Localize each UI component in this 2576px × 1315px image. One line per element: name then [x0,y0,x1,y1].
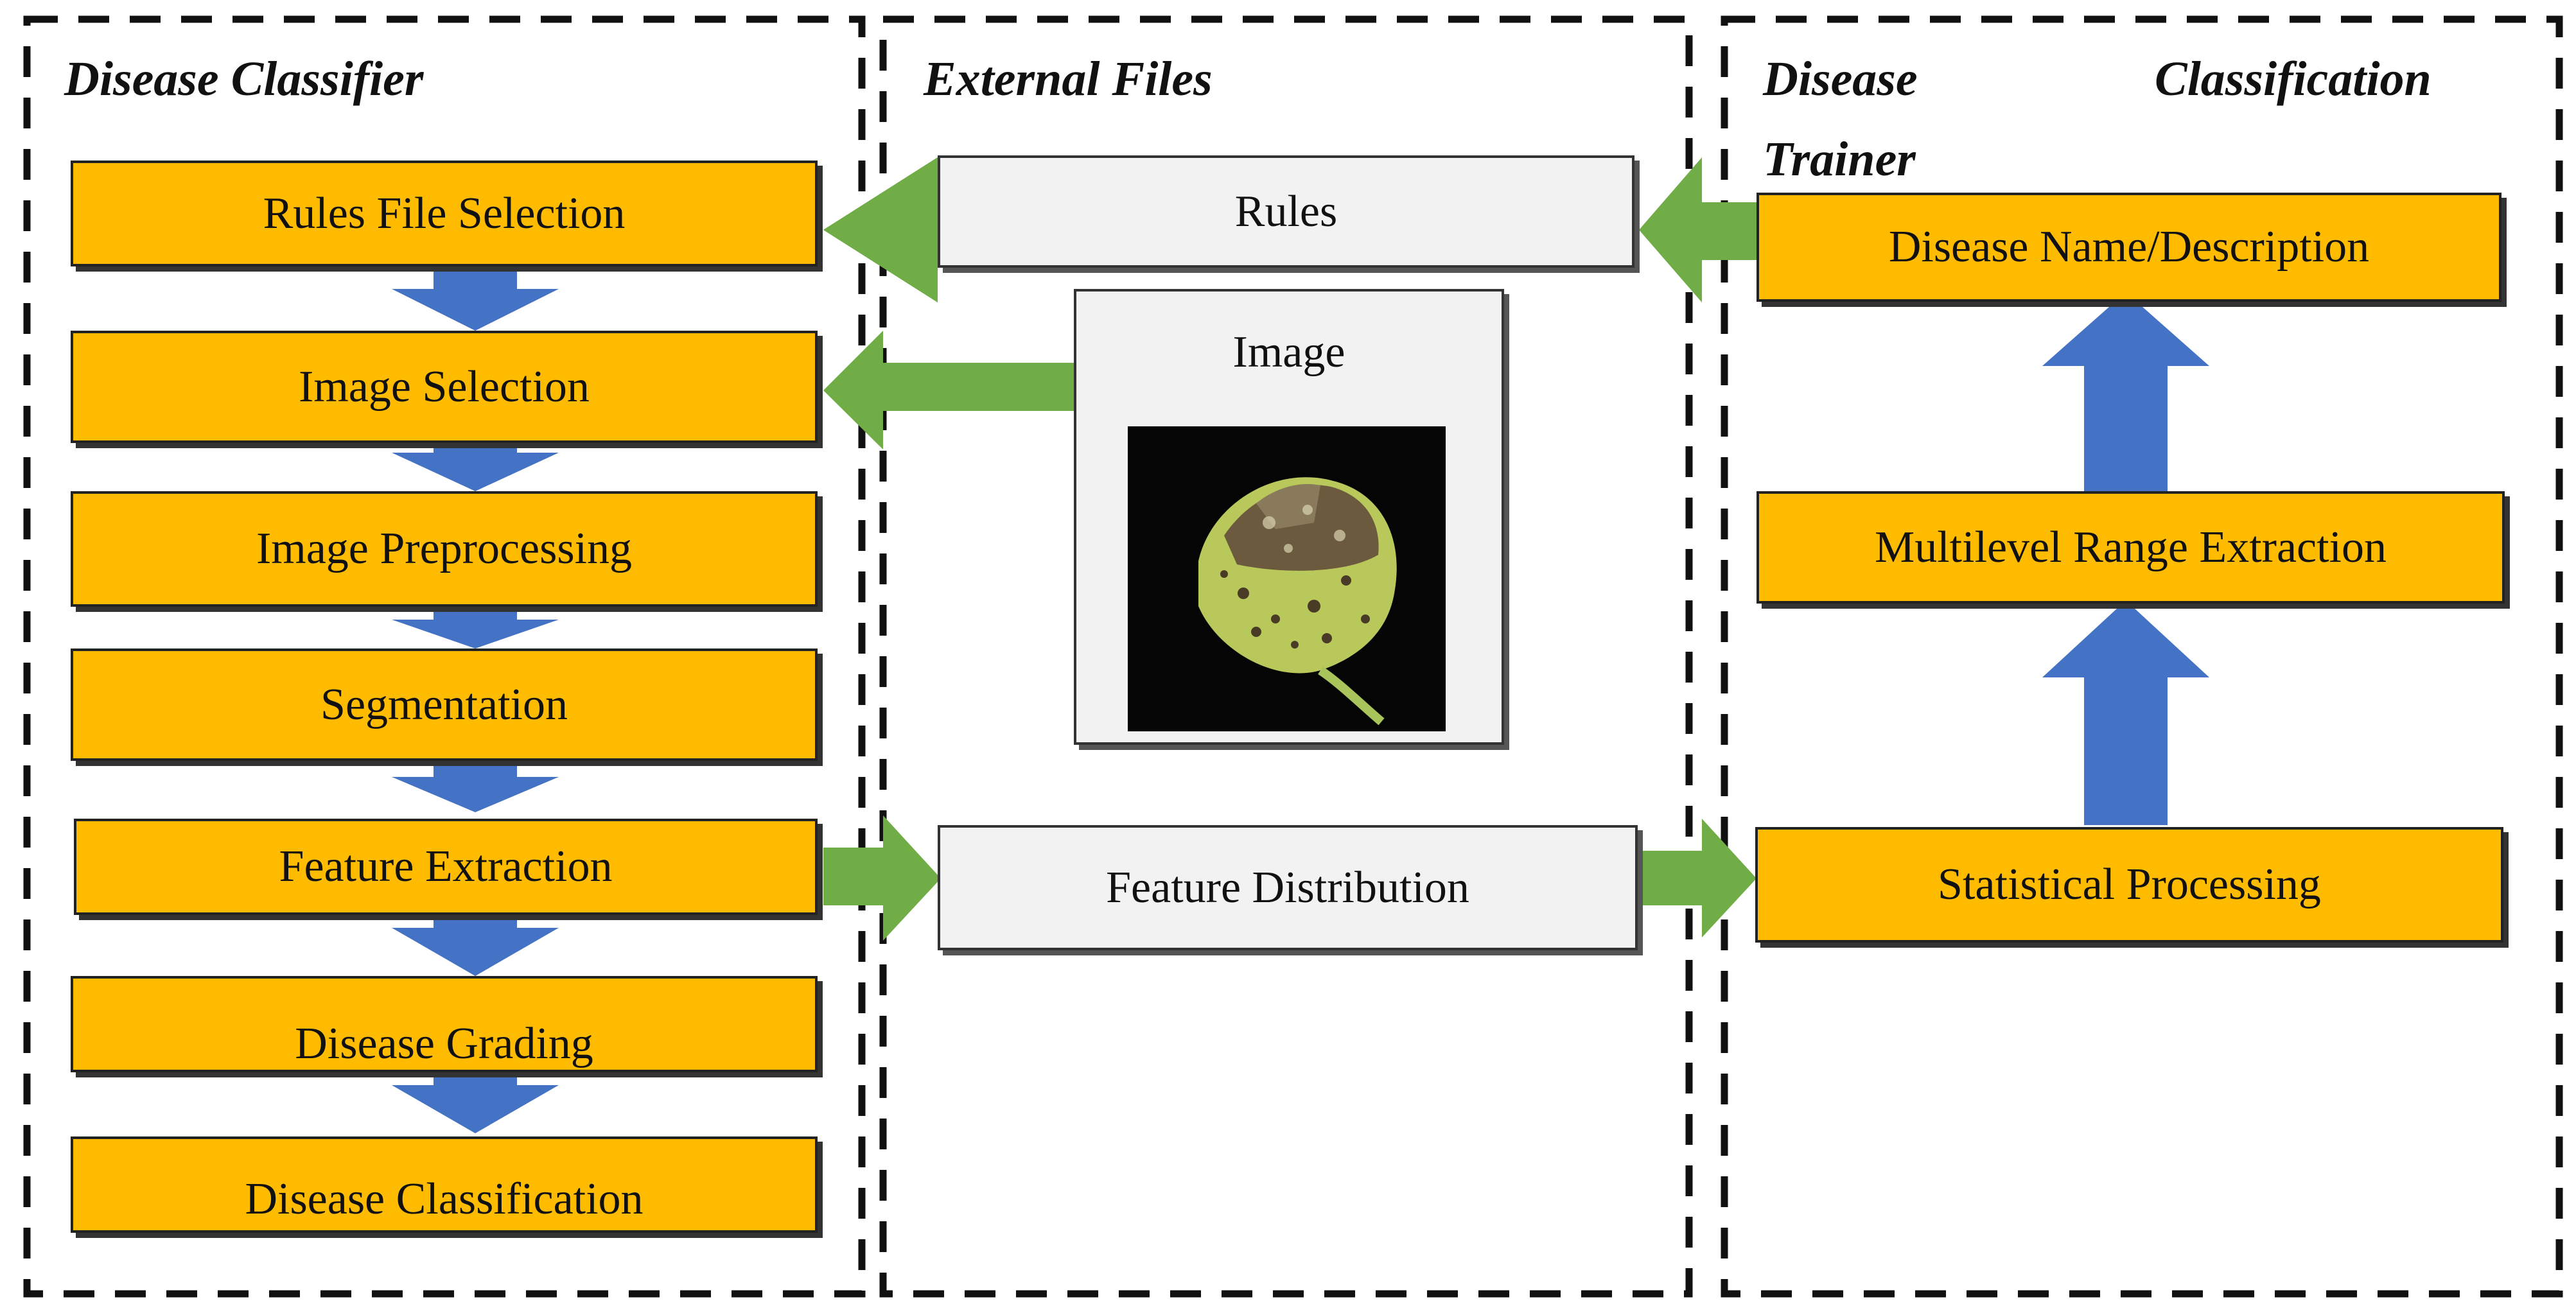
flow-arrow-3 [392,607,559,649]
classifier-panel-title: Disease Classifier [64,52,424,106]
leaf-photo [1128,426,1446,731]
classifier-step-disease-grading: Disease Grading [71,976,818,1072]
flow-arrow-up-2 [2042,600,2209,825]
classifier-step-segmentation: Segmentation [71,649,818,761]
classifier-panel-frame [23,15,866,1298]
trainer-flow-arrows [2042,292,2209,825]
classifier-step-image-selection: Image Selection [71,331,818,443]
data-arrows [823,157,1757,941]
flow-arrow-1 [392,270,559,331]
flow-arrow-2 [392,443,559,491]
external-panel-title: External Files [924,52,1213,106]
rules-to-selection-arrow-body [823,157,941,302]
classifier-step-image-preprocessing: Image Preprocessing [71,491,818,607]
flow-arrow-up-1 [2042,292,2209,491]
distribution-to-processing-arrow [1639,819,1757,937]
rules-file: Rules [938,155,1634,268]
classifier-step-rules-file-selection: Rules File Selection [71,161,818,266]
trainer-panel-title-disease: Disease [1763,52,1918,106]
external-panel-frame [879,15,1693,1298]
classifier-flow-arrows [392,270,559,1133]
classifier-step-feature-extraction: Feature Extraction [74,819,818,915]
trainer-panel-title-classification: Classification [2155,52,2431,106]
diseased-leaf-image [1128,426,1446,731]
flow-arrow-6 [392,1069,559,1133]
trainer-step-multilevel-range-extraction: Multilevel Range Extraction [1757,491,2505,604]
trainer-panel-title-trainer: Trainer [1763,132,1916,186]
flow-arrow-4 [392,761,559,812]
image-file-label: Image [1232,327,1345,377]
image-file: Image [1074,289,1504,745]
classifier-step-disease-classification: Disease Classification [71,1136,818,1233]
trainer-step-statistical-processing: Statistical Processing [1755,827,2503,943]
feature-distribution-file: Feature Distribution [938,825,1638,950]
rules-arrow-shaft [925,199,939,263]
flow-arrow-5 [392,912,559,976]
extraction-to-distribution-arrow [823,815,941,941]
trainer-step-disease-name-description: Disease Name/Description [1757,193,2502,302]
image-to-selection-arrow [823,331,1079,449]
trainer-panel-frame [1721,15,2563,1298]
trainer-to-rules-arrow [1639,157,1757,302]
